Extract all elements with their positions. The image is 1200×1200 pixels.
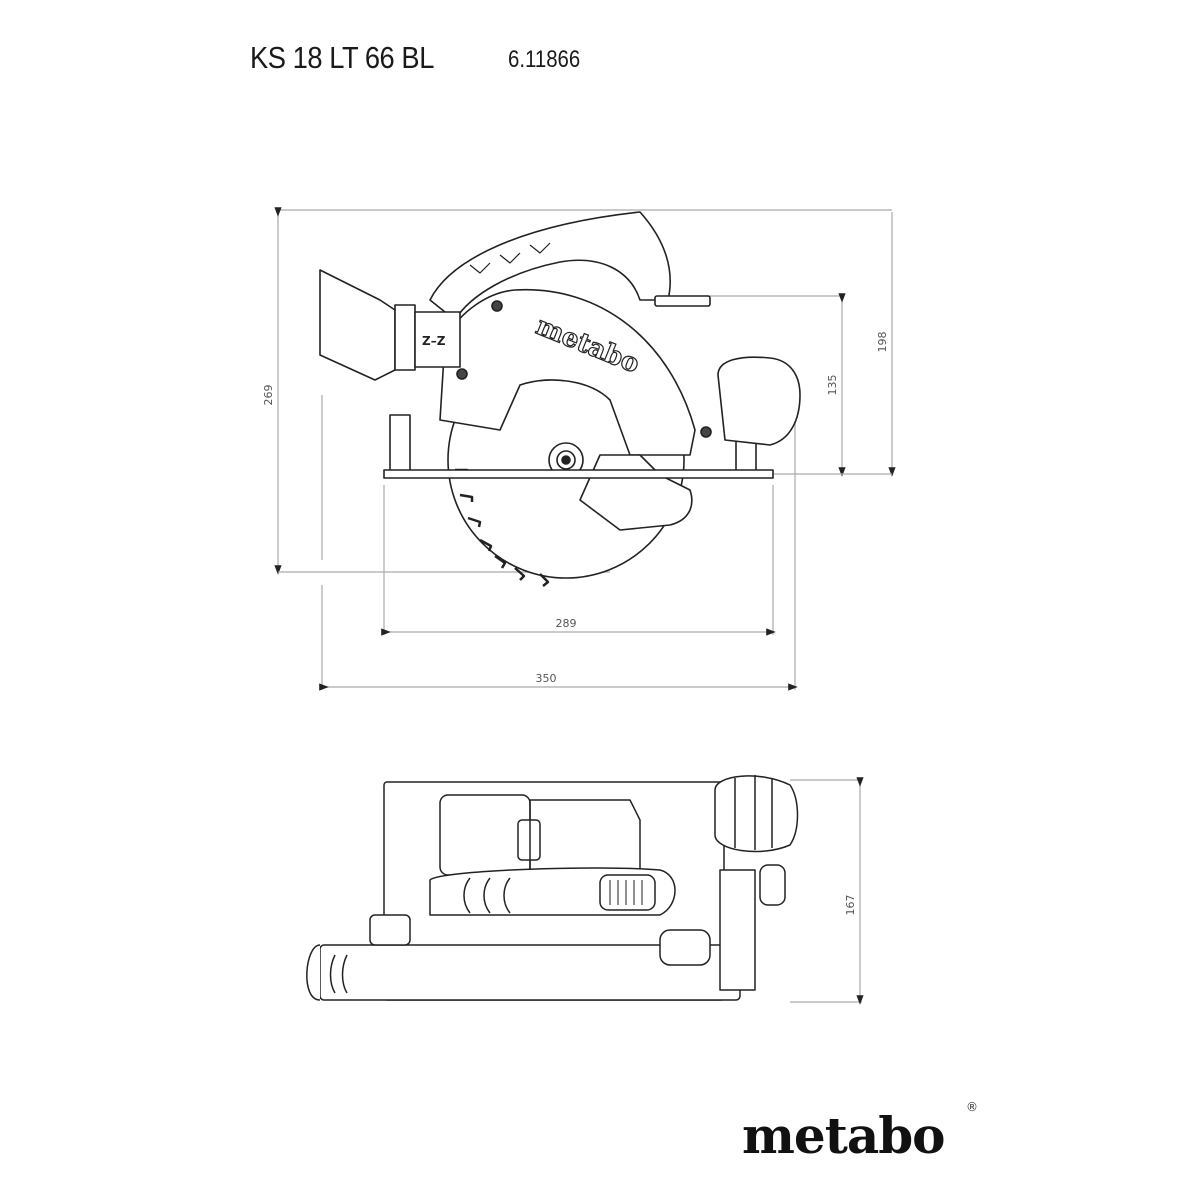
brand-logo: metabo — [742, 1106, 946, 1165]
dim-198: 198 — [876, 332, 889, 353]
model-title: KS 18 LT 66 BL — [250, 40, 434, 75]
article-number: 6.11866 — [508, 46, 581, 73]
side-view-dimensions — [274, 207, 896, 691]
dim-135: 135 — [826, 375, 839, 396]
dim-269: 269 — [262, 385, 275, 406]
dim-289: 289 — [556, 617, 577, 630]
saw-top-view — [306, 775, 799, 1001]
top-view-dimensions — [790, 777, 864, 1005]
svg-text:Z–Z: Z–Z — [422, 334, 446, 348]
saw-side-view: Z–Z — [319, 211, 801, 587]
dim-167: 167 — [844, 895, 857, 916]
registered-mark: ® — [966, 1100, 978, 1114]
dim-350: 350 — [536, 672, 557, 685]
